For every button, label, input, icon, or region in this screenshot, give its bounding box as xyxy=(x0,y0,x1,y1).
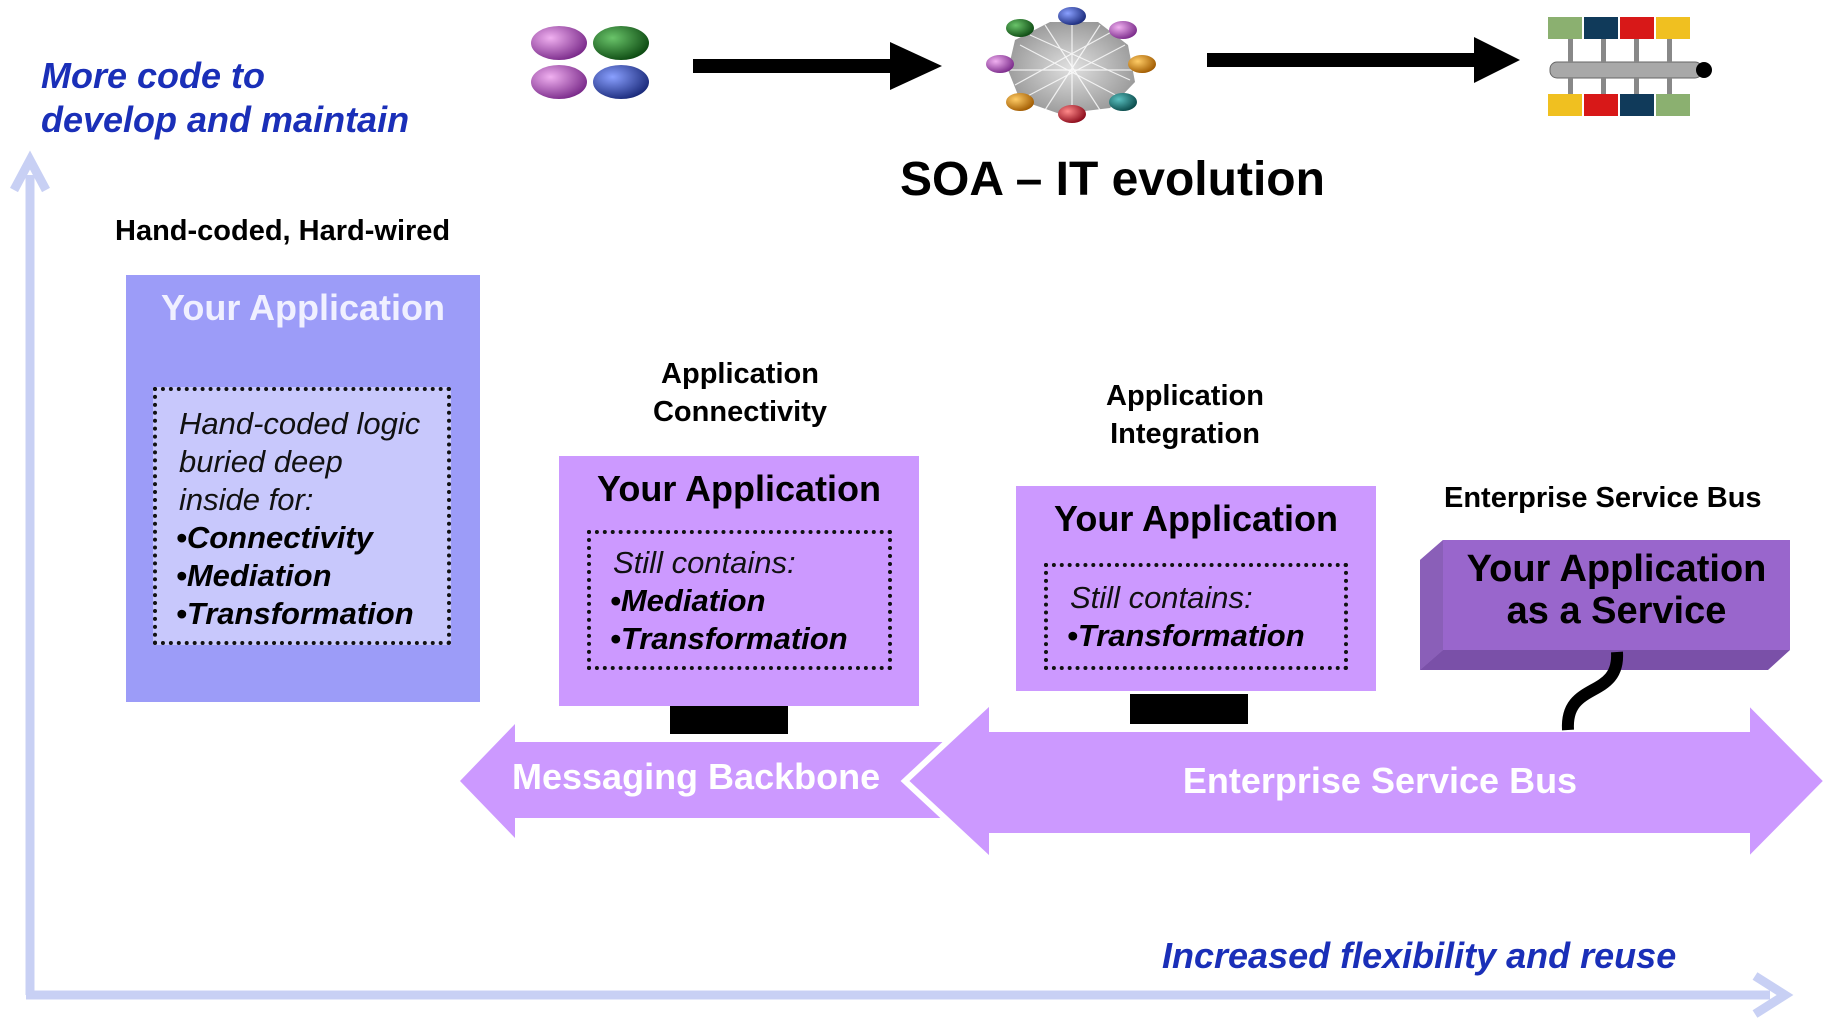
stage3-heading-line: Application xyxy=(1106,380,1264,412)
stage4-service-title-line: as a Service xyxy=(1506,590,1727,632)
diagram-title: SOA – IT evolution xyxy=(900,153,1325,206)
stage3-lead-line: Still contains: xyxy=(1070,580,1253,615)
x-axis-label: Increased flexibility and reuse xyxy=(1162,935,1677,976)
stage1-app-box: Your Application Hand-coded logic buried… xyxy=(126,275,480,702)
axes xyxy=(10,150,1794,1018)
stage3-heading-line: Integration xyxy=(1110,418,1260,450)
stage1-lead-line: inside for: xyxy=(179,482,314,517)
ellipses-cluster-icon xyxy=(531,26,649,99)
right-arrow-icon xyxy=(1207,37,1520,83)
stage2-contains-box: Still contains: •Mediation •Transformati… xyxy=(587,530,892,670)
stage2-heading-line: Connectivity xyxy=(652,396,828,428)
enterprise-service-bus-label: Enterprise Service Bus xyxy=(1182,760,1578,801)
stage2-heading-line: Application xyxy=(661,358,819,390)
mesh-network-icon xyxy=(986,7,1156,123)
y-axis-label: More code to develop and maintain xyxy=(41,54,409,142)
stage3-connector xyxy=(1130,694,1248,724)
stage1-lead-line: Hand-coded logic xyxy=(179,406,421,441)
stage4-service-title-line: Your Application xyxy=(1466,548,1767,590)
enterprise-service-bus-band xyxy=(900,692,1827,870)
stage4-service-title: Your Application as a Service xyxy=(1443,548,1790,632)
messaging-backbone-label: Messaging Backbone xyxy=(512,756,881,797)
y-axis-arrowhead xyxy=(10,150,50,193)
stage3-contains-box: Still contains: •Transformation xyxy=(1044,563,1348,670)
stage2-heading: Application Connectivity xyxy=(600,355,880,431)
stage1-bullet: •Mediation xyxy=(176,558,332,593)
x-axis-arrowhead xyxy=(1752,972,1794,1018)
stage3-bullet: •Transformation xyxy=(1067,618,1305,653)
stage2-bullet: •Transformation xyxy=(610,621,848,656)
stage2-app-title: Your Application xyxy=(597,468,881,509)
stage2-bullet: •Mediation xyxy=(610,583,766,618)
stage1-bullet: •Transformation xyxy=(176,596,414,631)
y-axis-label-line: develop and maintain xyxy=(41,99,410,140)
stage3-app-title: Your Application xyxy=(1054,498,1338,539)
stage2-lead-line: Still contains: xyxy=(613,545,796,580)
stage3-app-box: Your Application Still contains: •Transf… xyxy=(1016,486,1376,691)
y-axis-label-line: More code to xyxy=(41,55,266,96)
service-squiggle-connector xyxy=(1561,651,1624,731)
messaging-backbone-band xyxy=(460,724,945,838)
stage1-logic-box: Hand-coded logic buried deep inside for:… xyxy=(153,387,451,645)
stage4-heading: Enterprise Service Bus xyxy=(1444,482,1762,514)
stage2-connector xyxy=(670,704,788,734)
stage3-heading: Application Integration xyxy=(1045,377,1325,453)
stage1-app-title: Your Application xyxy=(161,287,445,328)
stage1-bullet: •Connectivity xyxy=(176,520,373,555)
service-bus-blocks-icon xyxy=(1548,17,1712,116)
stage1-lead-line: buried deep xyxy=(179,444,343,479)
right-arrow-icon xyxy=(693,42,942,90)
stage1-heading: Hand-coded, Hard-wired xyxy=(115,215,451,247)
stage2-app-box: Your Application Still contains: •Mediat… xyxy=(559,456,919,706)
service-box-3d xyxy=(1420,540,1790,670)
